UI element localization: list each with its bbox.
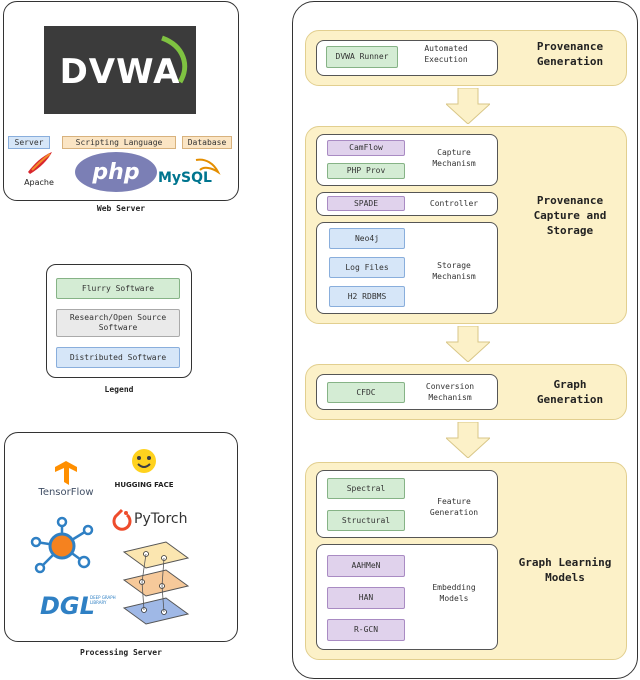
cfdc-chip: CFDC: [327, 382, 405, 403]
dvwa-runner-chip: DVWA Runner: [326, 46, 398, 68]
graph-network-icon: [28, 516, 98, 582]
server-tag: Server: [8, 136, 50, 149]
h2-rdbms-chip: H2 RDBMS: [329, 286, 405, 307]
apache-logo-text: Apache: [24, 178, 54, 187]
hugging-face-icon: [129, 447, 159, 475]
dgl-logo: DGL DEEP GRAPH LIBRARY: [34, 592, 118, 626]
legend-research-open-source-software: Research/Open Source Software: [56, 309, 180, 337]
scripting-language-tag: Scripting Language: [62, 136, 176, 149]
legend-distributed-software: Distributed Software: [56, 347, 180, 368]
dgl-logo-text: DGL: [40, 592, 95, 620]
log-files-chip: Log Files: [329, 257, 405, 278]
dvwa-logo: DVWA: [44, 26, 196, 114]
hugging-face-logo-text: HUGGING FACE: [114, 481, 174, 489]
tensorflow-icon: [54, 460, 78, 486]
flow-arrow-2: [444, 325, 492, 363]
flow-arrow-3: [444, 421, 492, 459]
graph-layers-icon: [118, 540, 192, 628]
legend-caption: Legend: [104, 385, 134, 394]
graph-learning-models-title: Graph Learning Models: [518, 556, 612, 584]
controller-label: Controller: [429, 199, 479, 208]
processing-server-caption: Processing Server: [80, 648, 162, 657]
provenance-generation-title: Provenance Generation: [536, 40, 604, 68]
automated-execution-label: Automated Execution: [424, 44, 468, 64]
flow-arrow-1: [444, 87, 492, 125]
dgl-logo-subtitle: DEEP GRAPH LIBRARY: [90, 595, 116, 605]
web-server-caption: Web Server: [96, 204, 146, 213]
r-gcn-chip: R-GCN: [327, 619, 405, 641]
mysql-logo-text: MySQL: [158, 170, 212, 186]
pytorch-logo-text: PyTorch: [134, 511, 188, 527]
structural-chip: Structural: [327, 510, 405, 531]
php-prov-chip: PHP Prov: [327, 163, 405, 179]
php-logo: php: [75, 152, 157, 192]
pytorch-icon: [110, 508, 134, 534]
graph-generation-title: Graph Generation: [536, 378, 604, 406]
spade-chip: SPADE: [327, 196, 405, 211]
capture-mechanism-label: Capture Mechanism: [432, 148, 476, 168]
dvwa-logo-text: DVWA: [59, 52, 181, 92]
embedding-models-label: Embedding Models: [432, 583, 476, 603]
processing-server-panel: [4, 432, 238, 642]
spectral-chip: Spectral: [327, 478, 405, 499]
database-tag: Database: [182, 136, 232, 149]
feature-generation-label: Feature Generation: [429, 497, 479, 517]
storage-mechanism-label: Storage Mechanism: [432, 261, 476, 281]
apache-feather-icon: [24, 150, 56, 176]
conversion-mechanism-label: Conversion Mechanism: [425, 382, 475, 402]
mysql-logo: MySQL: [156, 156, 228, 190]
camflow-chip: CamFlow: [327, 140, 405, 156]
provenance-capture-storage-title: Provenance Capture and Storage: [533, 194, 607, 237]
aahmen-chip: AAHMeN: [327, 555, 405, 577]
han-chip: HAN: [327, 587, 405, 609]
php-logo-text: php: [92, 159, 140, 185]
tensorflow-logo-text: TensorFlow: [38, 487, 94, 498]
legend-flurry-software: Flurry Software: [56, 278, 180, 299]
neo4j-chip: Neo4j: [329, 228, 405, 249]
